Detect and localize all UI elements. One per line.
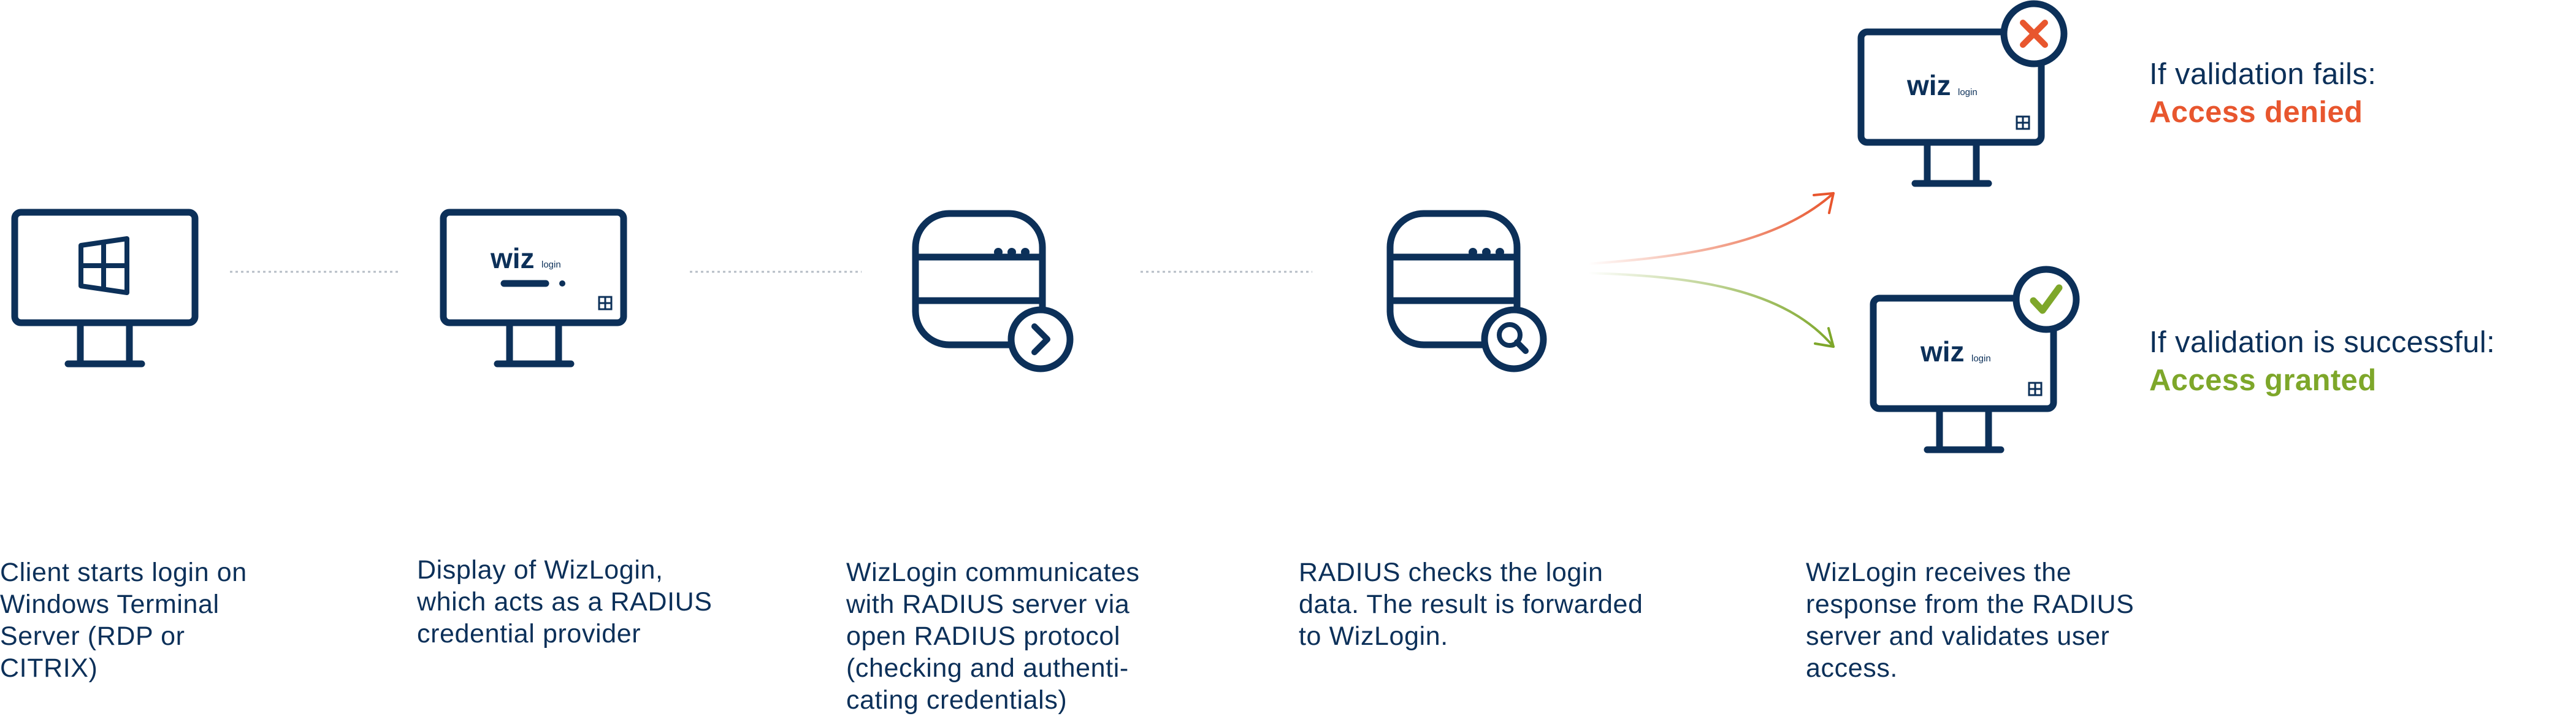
wiz-wordmark: wiz bbox=[1906, 69, 1951, 101]
wizlogin-logo: wiz login bbox=[490, 242, 561, 274]
arrow-to-denied bbox=[1587, 192, 1835, 265]
branch-arrows bbox=[1587, 192, 1835, 348]
access-denied-label: Access denied bbox=[2149, 96, 2363, 129]
wiz-wordmark: wiz bbox=[490, 242, 535, 274]
login-wordmark: login bbox=[1971, 353, 1991, 364]
caption-line: cating credentials) bbox=[846, 685, 1068, 715]
database-search-icon bbox=[1386, 210, 1547, 372]
windows-logo-icon bbox=[78, 236, 129, 295]
chevron-right-icon bbox=[1031, 323, 1050, 355]
outcome-granted: If validation is successful: Access gran… bbox=[2149, 323, 2495, 399]
arrow-to-denied-head bbox=[1813, 192, 1835, 214]
caption-line: to WizLogin. bbox=[1299, 622, 1448, 651]
monitor-windows-icon bbox=[11, 209, 199, 368]
caption-line: Windows Terminal bbox=[0, 590, 220, 619]
grid-icon bbox=[2016, 115, 2030, 130]
monitor-check-icon: wiz login bbox=[1870, 266, 2080, 453]
step-caption-1: Client starts login on Windows Terminal … bbox=[0, 556, 247, 684]
step-caption-3: WizLogin communicates with RADIUS server… bbox=[846, 556, 1140, 716]
step-caption-5: WizLogin receives the response from the … bbox=[1806, 556, 2134, 684]
caption-line: data. The result is forwarded bbox=[1299, 590, 1643, 619]
check-icon bbox=[2030, 284, 2063, 314]
caption-line: with RADIUS server via bbox=[846, 590, 1130, 619]
arrow-to-granted-head bbox=[1814, 327, 1835, 348]
access-granted-label: Access granted bbox=[2149, 364, 2377, 397]
database-arrow-icon bbox=[912, 210, 1074, 372]
wiz-wordmark: wiz bbox=[1920, 336, 1965, 368]
arrow-to-granted bbox=[1587, 272, 1835, 348]
step-caption-2: Display of WizLogin, which acts as a RAD… bbox=[417, 554, 713, 650]
caption-line: Client starts login on bbox=[0, 558, 247, 587]
monitor-cross-icon: wiz login bbox=[1857, 0, 2068, 187]
outcome-granted-lead: If validation is successful: bbox=[2149, 326, 2496, 359]
search-icon bbox=[1497, 322, 1529, 354]
caption-line: WizLogin receives the bbox=[1806, 558, 2072, 587]
grid-icon bbox=[2028, 382, 2043, 396]
monitor-wizlogin-icon: wiz login bbox=[440, 209, 627, 368]
caption-line: Display of WizLogin, bbox=[417, 555, 663, 585]
grid-icon bbox=[598, 296, 613, 310]
caption-line: RADIUS checks the login bbox=[1299, 558, 1603, 587]
caption-line: CITRIX) bbox=[0, 653, 98, 683]
caption-line: access. bbox=[1806, 653, 1898, 683]
caption-line: server and validates user bbox=[1806, 622, 2110, 651]
wizlogin-logo: wiz login bbox=[1920, 336, 1991, 368]
caption-line: Server (RDP or bbox=[0, 622, 185, 651]
caption-line: (checking and authenti- bbox=[846, 653, 1129, 683]
login-wordmark: login bbox=[541, 260, 561, 270]
caption-line: which acts as a RADIUS bbox=[417, 587, 713, 617]
caption-line: response from the RADIUS bbox=[1806, 590, 2135, 619]
outcome-denied-lead: If validation fails: bbox=[2149, 58, 2377, 91]
wizlogin-logo: wiz login bbox=[1906, 69, 1978, 101]
step-caption-4: RADIUS checks the login data. The result… bbox=[1299, 556, 1643, 652]
caption-line: open RADIUS protocol bbox=[846, 622, 1120, 651]
caption-line: credential provider bbox=[417, 619, 641, 649]
close-icon bbox=[2020, 20, 2048, 48]
outcome-denied: If validation fails: Access denied bbox=[2149, 55, 2376, 131]
caption-line: WizLogin communicates bbox=[846, 558, 1140, 587]
login-wordmark: login bbox=[1958, 87, 1978, 98]
